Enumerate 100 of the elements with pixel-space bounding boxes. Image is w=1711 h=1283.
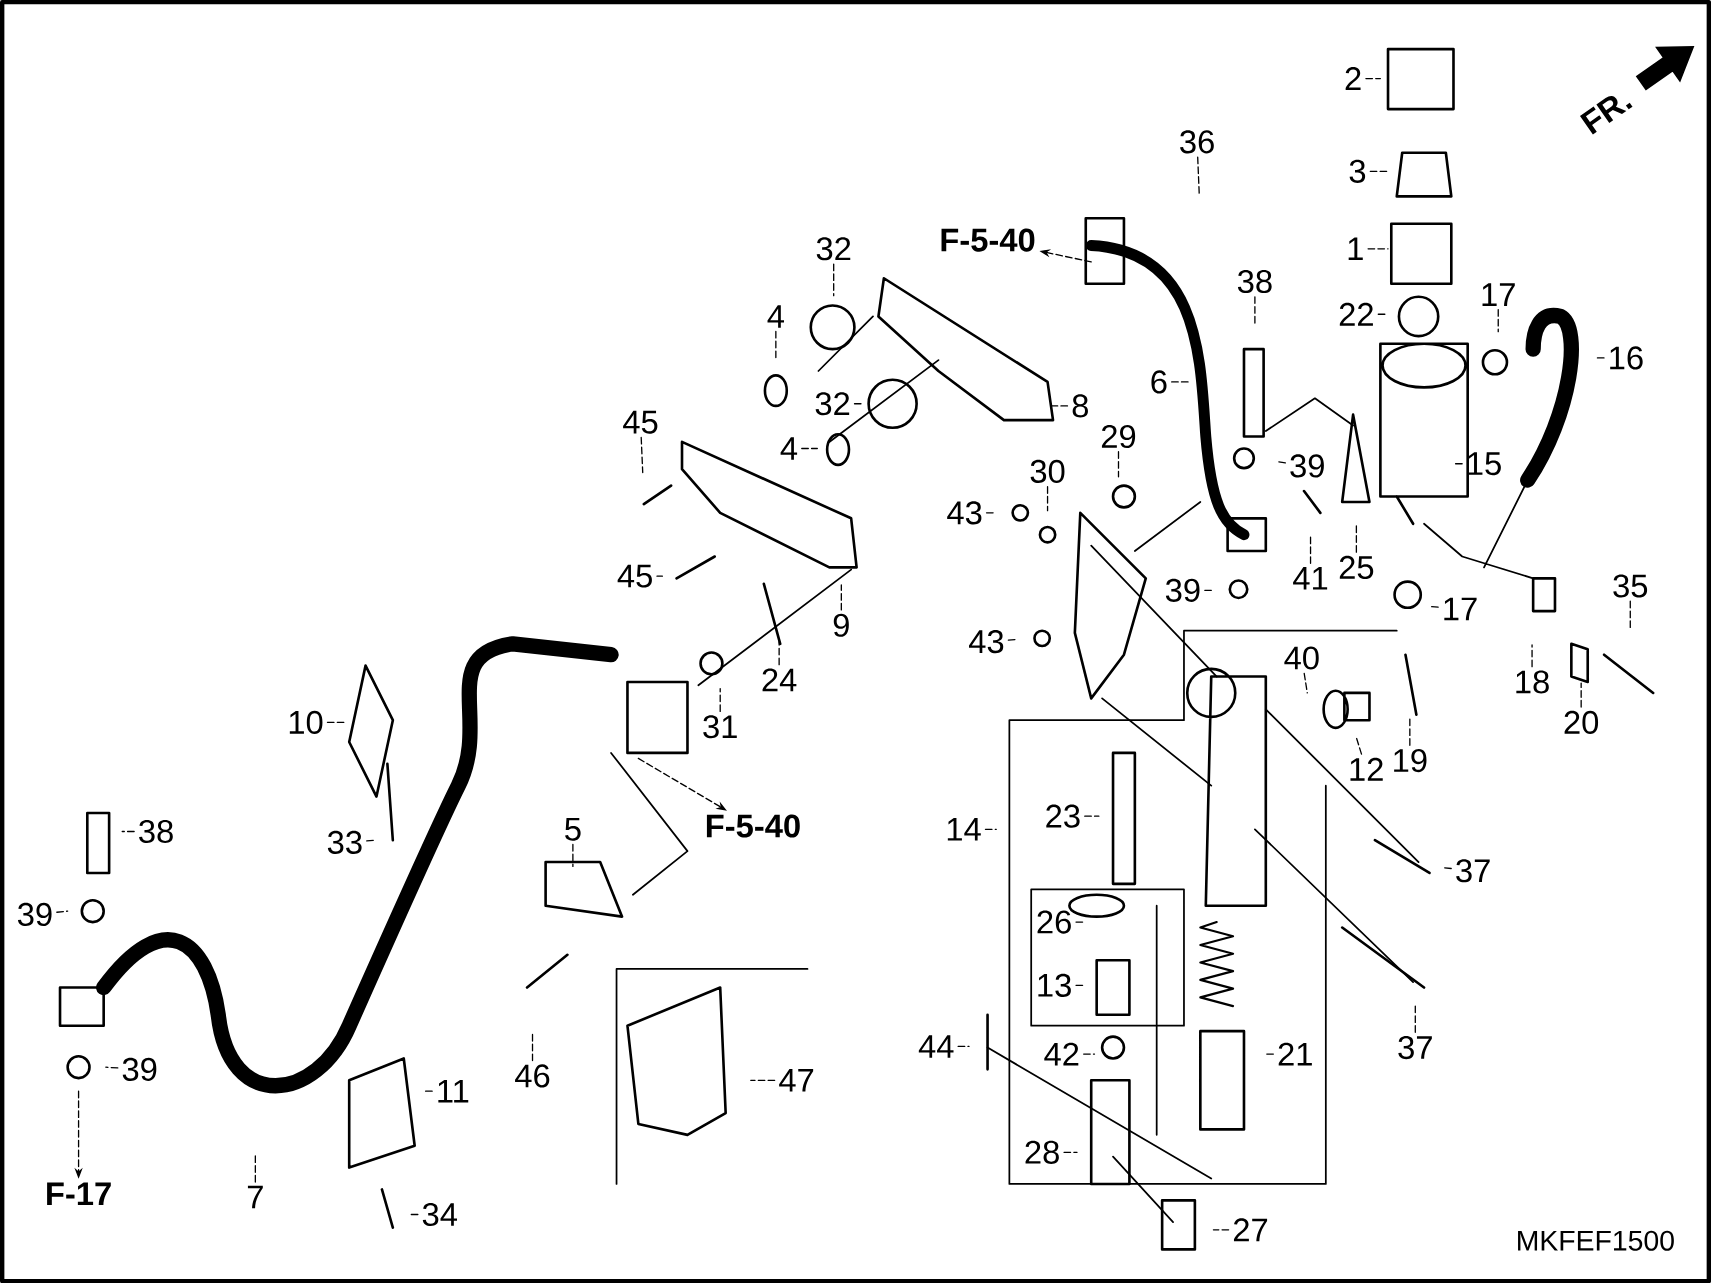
leader-line <box>840 584 842 611</box>
callout-number: 24 <box>762 668 797 692</box>
leader-line <box>1046 485 1049 512</box>
callout-number: 45 <box>617 564 652 588</box>
callout-number: 34 <box>422 1202 457 1226</box>
leader-line <box>1212 1229 1230 1231</box>
leader-line <box>1377 313 1388 315</box>
callout-number: 43 <box>969 629 1004 654</box>
leader-line <box>778 640 780 666</box>
leader-line <box>719 687 721 712</box>
leader-line <box>1197 156 1200 195</box>
callout-number: 43 <box>947 501 982 525</box>
leader-line <box>853 402 862 405</box>
leader-line <box>326 721 346 723</box>
leader-line <box>1409 716 1411 746</box>
leader-line <box>1594 357 1605 359</box>
callout-number: 17 <box>1482 283 1515 306</box>
part-code: MKFEF1500 <box>1518 1230 1674 1251</box>
leader-line <box>1497 308 1499 333</box>
callout-number: 38 <box>1237 269 1272 293</box>
leader-line <box>775 330 777 359</box>
callout-number: 11 <box>438 1079 469 1103</box>
callout-number: 2 <box>1345 67 1361 90</box>
callout-number: 38 <box>139 819 173 843</box>
leader-line <box>1171 381 1189 383</box>
callout-number: 39 <box>1290 454 1324 478</box>
callout-number: 26 <box>1037 910 1071 934</box>
leader-line <box>572 843 574 867</box>
leader-line <box>1355 736 1363 755</box>
leader-line <box>640 436 644 474</box>
leader-line <box>254 1152 256 1183</box>
callout-number: 5 <box>565 817 581 841</box>
leader-line <box>1367 248 1389 250</box>
leader-line <box>1303 672 1308 694</box>
leader-line <box>1254 296 1256 324</box>
callout-number: 15 <box>1468 452 1501 476</box>
callout-number: 16 <box>1610 346 1643 370</box>
leader-line <box>1084 815 1100 817</box>
leader-line <box>1580 682 1582 708</box>
callout-number: 12 <box>1350 757 1383 781</box>
leader-line <box>1355 523 1358 553</box>
callout-number: 6 <box>1151 370 1167 394</box>
callout-number: 32 <box>815 392 850 416</box>
leader-line <box>1117 451 1120 478</box>
callout-number: 13 <box>1038 973 1071 997</box>
callout-number: 21 <box>1278 1042 1312 1066</box>
leader-line <box>366 839 377 842</box>
leader-line <box>1309 536 1312 564</box>
leader-line <box>1051 405 1069 407</box>
callout-number: 31 <box>703 715 737 739</box>
leader-line <box>423 1090 433 1092</box>
callout-number: 42 <box>1044 1042 1079 1066</box>
leader-line <box>985 512 997 514</box>
callout-number: 39 <box>1165 578 1200 602</box>
callout-number: 23 <box>1046 804 1080 828</box>
callout-number: 29 <box>1101 424 1136 448</box>
direction-label: FR. <box>1580 95 1633 135</box>
callout-number: 14 <box>947 817 981 841</box>
leader-line <box>1369 170 1390 172</box>
leader-line <box>1629 600 1631 628</box>
leader-line <box>531 1032 534 1062</box>
callout-number: 4 <box>780 437 798 460</box>
leader-line <box>1365 77 1382 80</box>
callout-number: 17 <box>1444 597 1477 621</box>
reference-label: F-5-40 <box>941 228 1035 252</box>
leader-line <box>1075 984 1086 986</box>
leader-line <box>1204 589 1215 591</box>
callout-number: 8 <box>1072 394 1088 418</box>
leader-line <box>1007 638 1019 641</box>
callout-number: 36 <box>1180 130 1214 154</box>
callout-number: 33 <box>327 830 362 854</box>
callout-number: 39 <box>122 1057 157 1081</box>
callout-number: 3 <box>1349 159 1366 183</box>
callout-number: 41 <box>1293 566 1328 590</box>
reference-label: F-17 <box>47 1182 111 1205</box>
leader-line <box>105 1066 119 1069</box>
leader-line <box>984 828 997 830</box>
callout-number: 32 <box>816 237 851 261</box>
callout-number: 19 <box>1394 748 1427 773</box>
callout-number: 37 <box>1398 1035 1432 1059</box>
leader-line <box>656 575 664 577</box>
callout-number: 40 <box>1284 646 1319 670</box>
callout-number: 27 <box>1233 1218 1268 1242</box>
leader-line <box>1063 1151 1078 1153</box>
leader-line <box>1083 1053 1096 1055</box>
callout-number: 46 <box>515 1064 550 1088</box>
leader-line <box>1265 1053 1274 1055</box>
callout-number: 10 <box>289 710 323 734</box>
callout-number: 28 <box>1025 1140 1059 1164</box>
callout-number: 4 <box>767 305 784 328</box>
reference-label: F-5-40 <box>706 814 800 838</box>
callout-number: 25 <box>1339 555 1374 579</box>
callout-number: 22 <box>1339 302 1373 326</box>
callout-number: 37 <box>1456 859 1490 883</box>
callout-number: 18 <box>1516 670 1549 694</box>
callout-number: 9 <box>833 613 849 637</box>
leader-line <box>957 1045 970 1047</box>
callout-number: 44 <box>918 1035 954 1058</box>
leader-line <box>121 830 135 833</box>
leader-line <box>833 263 835 297</box>
